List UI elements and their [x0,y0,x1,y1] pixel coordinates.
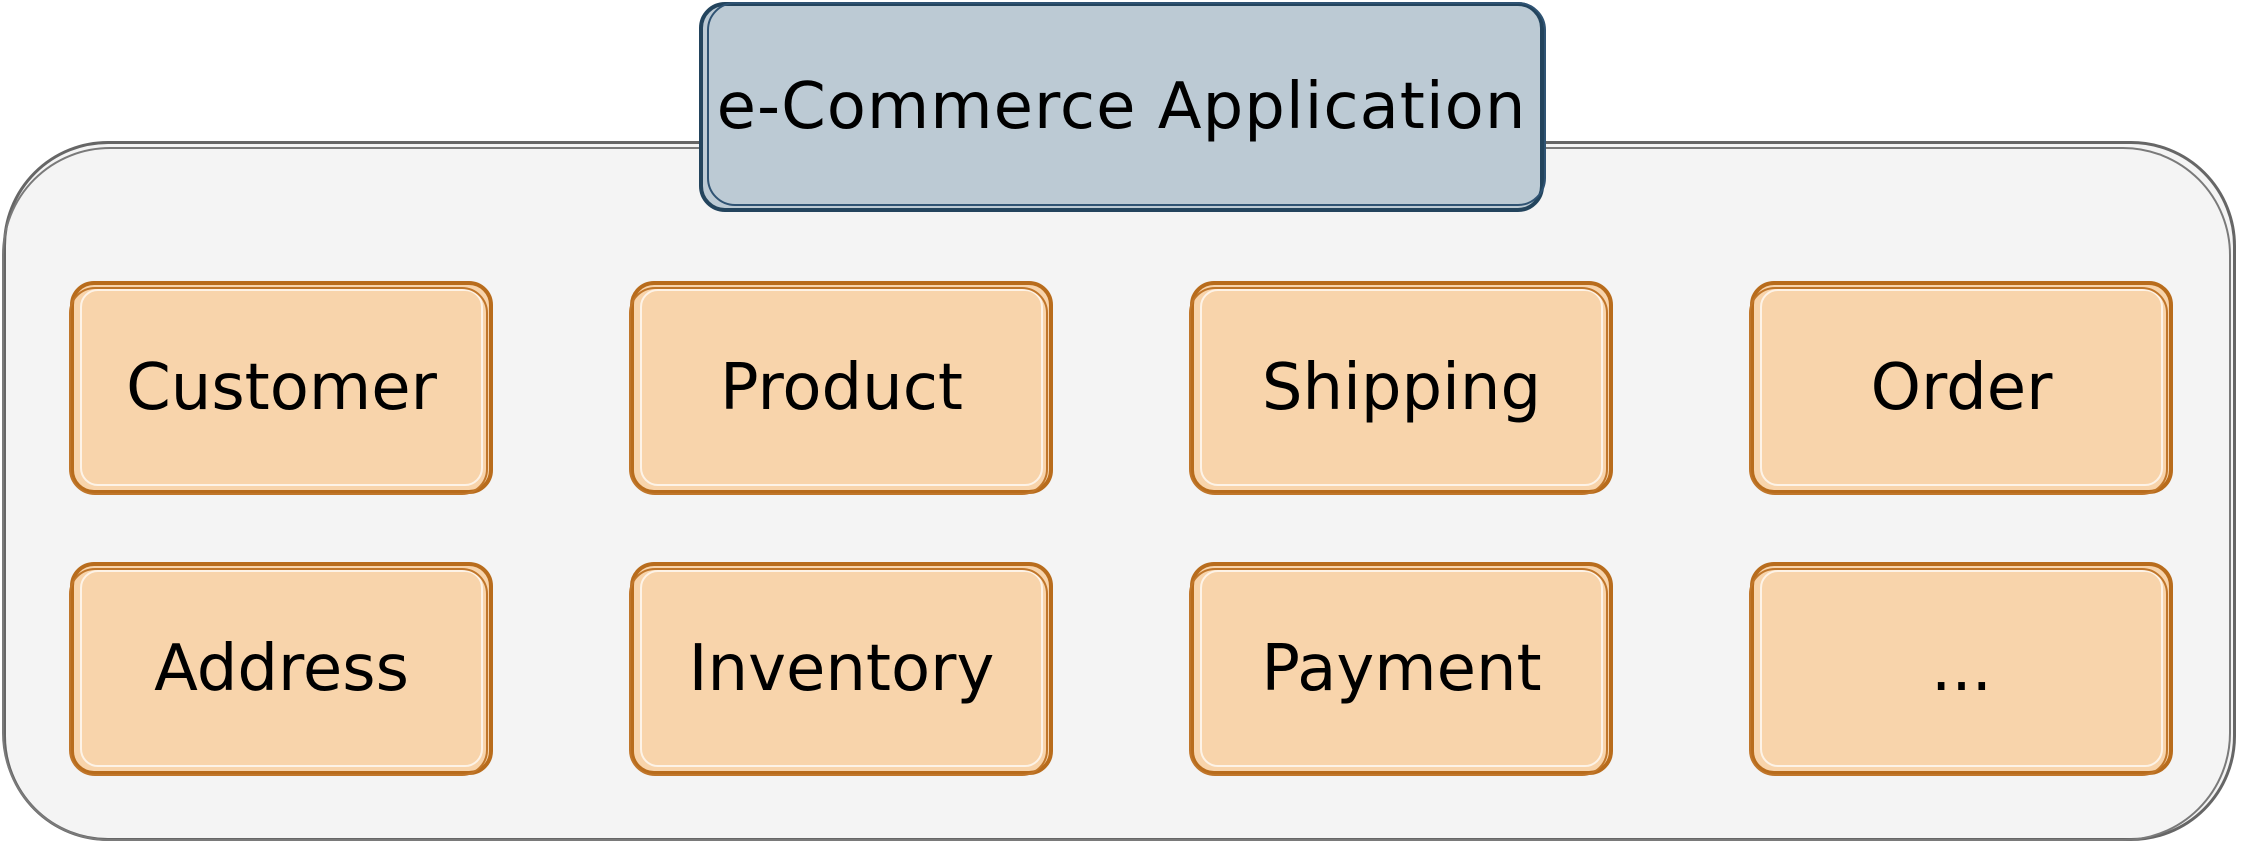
module-label: Product [720,350,963,425]
module-inventory: Inventory [629,562,1053,776]
application-title-box: e-Commerce Application [699,2,1546,212]
module-payment: Payment [1189,562,1613,776]
module-order: Order [1749,281,2173,495]
module-label: Payment [1261,631,1542,706]
module-label: Order [1870,350,2053,425]
module-shipping: Shipping [1189,281,1613,495]
application-title: e-Commerce Application [716,70,1527,144]
module-address: Address [69,562,493,776]
module-label: Customer [126,350,437,425]
module-label: Shipping [1261,350,1542,425]
module-product: Product [629,281,1053,495]
module-more: ... [1749,562,2173,776]
module-label: ... [1930,631,1993,706]
module-label: Address [154,631,409,706]
module-customer: Customer [69,281,493,495]
module-label: Inventory [688,631,995,706]
